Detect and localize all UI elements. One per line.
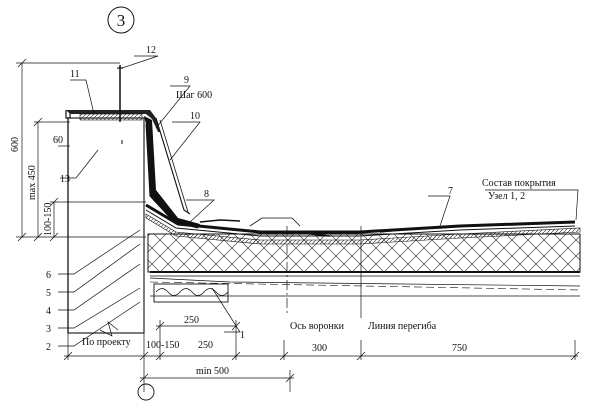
- dim-600: 600: [10, 137, 21, 152]
- callout-13: 13: [60, 174, 70, 185]
- roof-composition-label: Состав покрытия: [482, 178, 556, 189]
- callout-9: 9: [184, 75, 189, 86]
- parapet-wall: [67, 117, 145, 334]
- callout-12: 12: [146, 45, 156, 56]
- parapet-cap-flashing: [65, 110, 160, 132]
- node-label: Узел 1, 2: [488, 191, 525, 202]
- callout-2: 2: [46, 342, 51, 353]
- left-dimensions: [16, 58, 146, 242]
- callout-6: 6: [46, 270, 51, 281]
- bend-line-label: Линия перегиба: [368, 321, 437, 332]
- callout-4: 4: [46, 306, 51, 317]
- dim-250-b: 250: [198, 340, 213, 351]
- dim-250-a: 250: [184, 315, 199, 326]
- dim-60: 60: [53, 135, 63, 146]
- dim-min-500: min 500: [196, 366, 229, 377]
- reference-lines: [286, 226, 362, 318]
- left-dimension-values: 600 max 450 100-150 60: [10, 135, 63, 236]
- callout-1: 1: [240, 330, 245, 341]
- bottom-dimensions: [63, 290, 580, 392]
- dim-100-150-bottom: 100-150: [146, 340, 179, 351]
- insulation-layer: [147, 233, 581, 273]
- callout-11: 11: [70, 69, 80, 80]
- dim-max-450: max 450: [27, 165, 38, 200]
- dim-750: 750: [452, 343, 467, 354]
- callout-3: 3: [46, 324, 51, 335]
- callout-leaders: [58, 55, 579, 347]
- bottom-dimension-values: 250 100-150 250 300 750 min 500: [146, 315, 467, 377]
- callout-5: 5: [46, 288, 51, 299]
- callout-numbers: 1 2 3 4 5 6 7 8 9 10 11 12 13: [46, 45, 453, 353]
- by-project-label: По проекту: [82, 337, 131, 348]
- dim-300: 300: [312, 343, 327, 354]
- lower-insulation-block: [153, 283, 229, 303]
- funnel-axis-label: Ось воронки: [290, 321, 345, 332]
- dim-100-150: 100-150: [43, 203, 54, 236]
- callout-8: 8: [204, 189, 209, 200]
- detail-number-marker: 3: [107, 6, 135, 34]
- detail-number: 3: [117, 11, 126, 30]
- axis-marker: [137, 383, 155, 401]
- roof-deck: [149, 271, 581, 297]
- text-labels: Шаг 600 Состав покрытия Узел 1, 2 Ось во…: [82, 90, 556, 348]
- callout-7: 7: [448, 186, 453, 197]
- callout-10: 10: [190, 111, 200, 122]
- protective-screen: [155, 117, 191, 215]
- step-label: Шаг 600: [176, 90, 212, 101]
